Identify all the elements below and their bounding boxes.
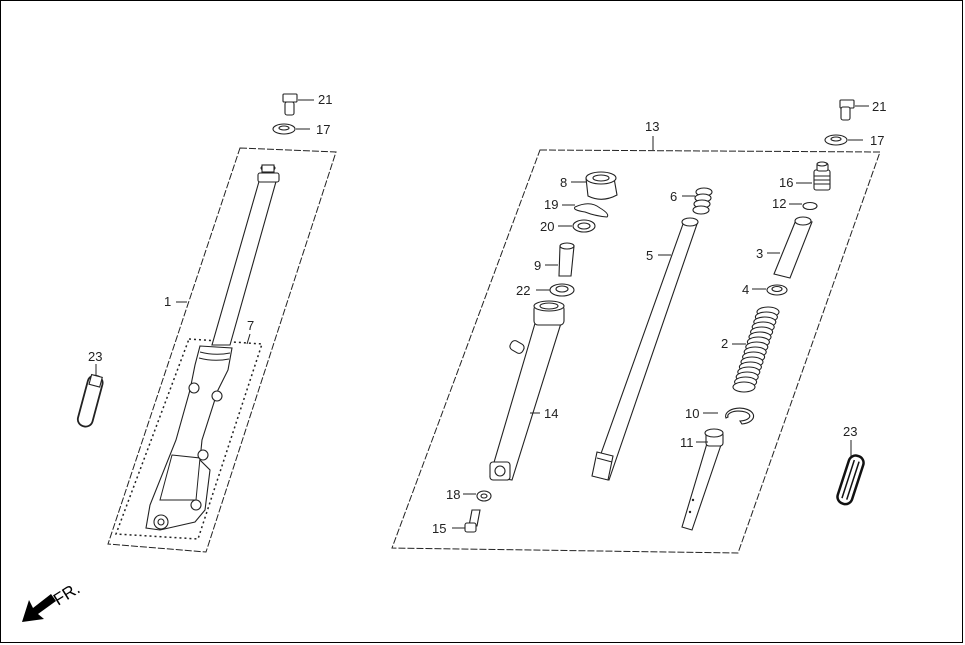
callout-washer-right[interactable]: 17 [870,133,884,148]
callout-washer-left[interactable]: 17 [316,122,330,137]
fork-pipe[interactable] [591,217,699,481]
callout-fork-pipe[interactable]: 5 [646,248,653,263]
right-fork-assembly [391,99,881,554]
washer-22[interactable] [549,283,575,297]
callout-left-fork-assembly[interactable]: 1 [164,294,171,309]
callout-bolt-right[interactable]: 21 [872,99,886,114]
fr-label: FR. [50,579,83,610]
oil-lock-piece[interactable] [558,242,575,277]
spring-seat[interactable] [766,284,788,296]
reflector-left[interactable] [76,373,104,428]
gasket[interactable] [476,490,492,502]
callout-bottom-case[interactable]: 14 [544,406,558,421]
callout-spring-seat[interactable]: 4 [742,282,749,297]
callout-reflector-right[interactable]: 23 [843,424,857,439]
fork-bolt[interactable] [813,161,831,191]
callout-circlip[interactable]: 10 [685,406,699,421]
callout-washer[interactable]: 22 [516,283,530,298]
bottom-case-left[interactable] [145,345,233,531]
front-direction-indicator: FR. [22,579,83,622]
spacer[interactable] [773,216,813,279]
fork-spring[interactable] [732,306,780,393]
piston[interactable] [681,428,724,531]
left-assembly-dashed-box [107,147,337,553]
o-ring[interactable] [802,201,818,211]
left-fork-assembly [76,93,337,553]
callout-oil-seal[interactable]: 20 [540,219,554,234]
reflector-right[interactable] [836,454,866,506]
callout-oil-lock-piece[interactable]: 9 [534,258,541,273]
right-assembly-dashed-box [391,149,881,554]
washer-right[interactable] [824,134,848,146]
callout-bottom-case-sub-assembly[interactable]: 7 [247,318,254,333]
callout-oil-seal-clip[interactable]: 19 [544,197,558,212]
callout-bolt-left[interactable]: 21 [318,92,332,107]
washer-left[interactable] [272,123,296,135]
socket-bolt[interactable] [464,509,481,533]
callout-dust-seal[interactable]: 8 [560,175,567,190]
callout-spacer[interactable]: 3 [756,246,763,261]
dust-seal[interactable] [585,171,618,200]
fork-pipe-left[interactable] [211,164,280,346]
callout-fork-bolt[interactable]: 16 [779,175,793,190]
callout-gasket[interactable]: 18 [446,487,460,502]
arrow-down-left-icon [22,594,56,622]
rebound-spring[interactable] [692,187,713,215]
callout-right-fork-assembly[interactable]: 13 [645,119,659,134]
callout-fork-spring[interactable]: 2 [721,336,728,351]
oil-seal-clip[interactable] [574,203,609,218]
bottom-case[interactable] [489,300,565,481]
bolt-right[interactable] [839,99,855,121]
callout-rebound-spring[interactable]: 6 [670,189,677,204]
oil-seal[interactable] [572,219,596,233]
circlip[interactable] [725,407,755,425]
callout-o-ring[interactable]: 12 [772,196,786,211]
callout-socket-bolt[interactable]: 15 [432,521,446,536]
bolt-left[interactable] [282,93,298,116]
callout-piston[interactable]: 11 [680,435,694,450]
callout-labels: 2117172313819209221418156521171612342101… [88,92,886,536]
callout-reflector-left[interactable]: 23 [88,349,102,364]
